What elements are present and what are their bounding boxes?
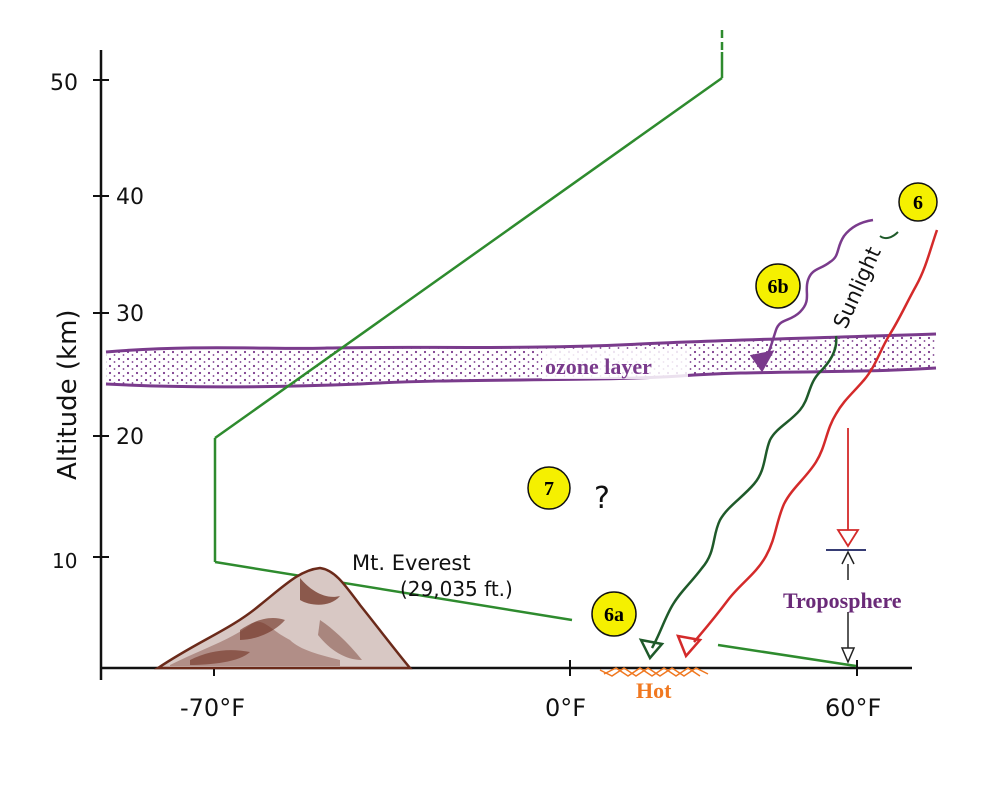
badge-7: 7: [527, 466, 571, 510]
sunlight-label: Sunlight: [829, 243, 886, 332]
sunlight-leader-line: [879, 231, 899, 240]
temperature-profile-line: [213, 30, 857, 668]
troposphere-marker: [836, 428, 860, 548]
x-tick-60: 60°F: [825, 694, 881, 722]
badge-7-label: 7: [544, 478, 554, 500]
y-tick-40: 40: [116, 185, 144, 210]
mountain-height-label: (29,035 ft.): [400, 577, 513, 601]
question-mark: ?: [594, 481, 610, 516]
mountain-drawing: [153, 566, 413, 670]
hot-label: Hot: [636, 678, 672, 703]
y-tick-30: 30: [116, 302, 144, 327]
sunlight-arrow: [676, 229, 939, 659]
sunlight-transmitted-arrow: [638, 335, 838, 661]
badge-6: 6: [898, 182, 938, 222]
x-tick-minus70: -70°F: [180, 694, 245, 722]
y-tick-50: 50: [50, 71, 78, 96]
x-tick-0: 0°F: [545, 694, 586, 722]
mountain-name-label: Mt. Everest: [352, 551, 471, 575]
ozone-layer-label: ozone layer: [545, 354, 652, 379]
ozone-absorption-arrow: [749, 218, 874, 373]
y-axis: [93, 50, 109, 680]
troposphere-bracket: [840, 550, 856, 664]
badge-6b: 6b: [755, 263, 801, 309]
y-axis-title: Altitude (km): [53, 309, 83, 480]
hot-marker: [599, 667, 709, 677]
troposphere-label: Troposphere: [783, 588, 902, 613]
badge-6b-label: 6b: [767, 276, 788, 298]
ozone-layer-band: [105, 332, 937, 389]
badge-6-label: 6: [913, 192, 923, 214]
badge-6a: 6a: [591, 591, 637, 637]
badge-6a-label: 6a: [604, 604, 624, 626]
y-tick-20: 20: [116, 425, 144, 450]
y-tick-10: 10: [52, 549, 77, 573]
